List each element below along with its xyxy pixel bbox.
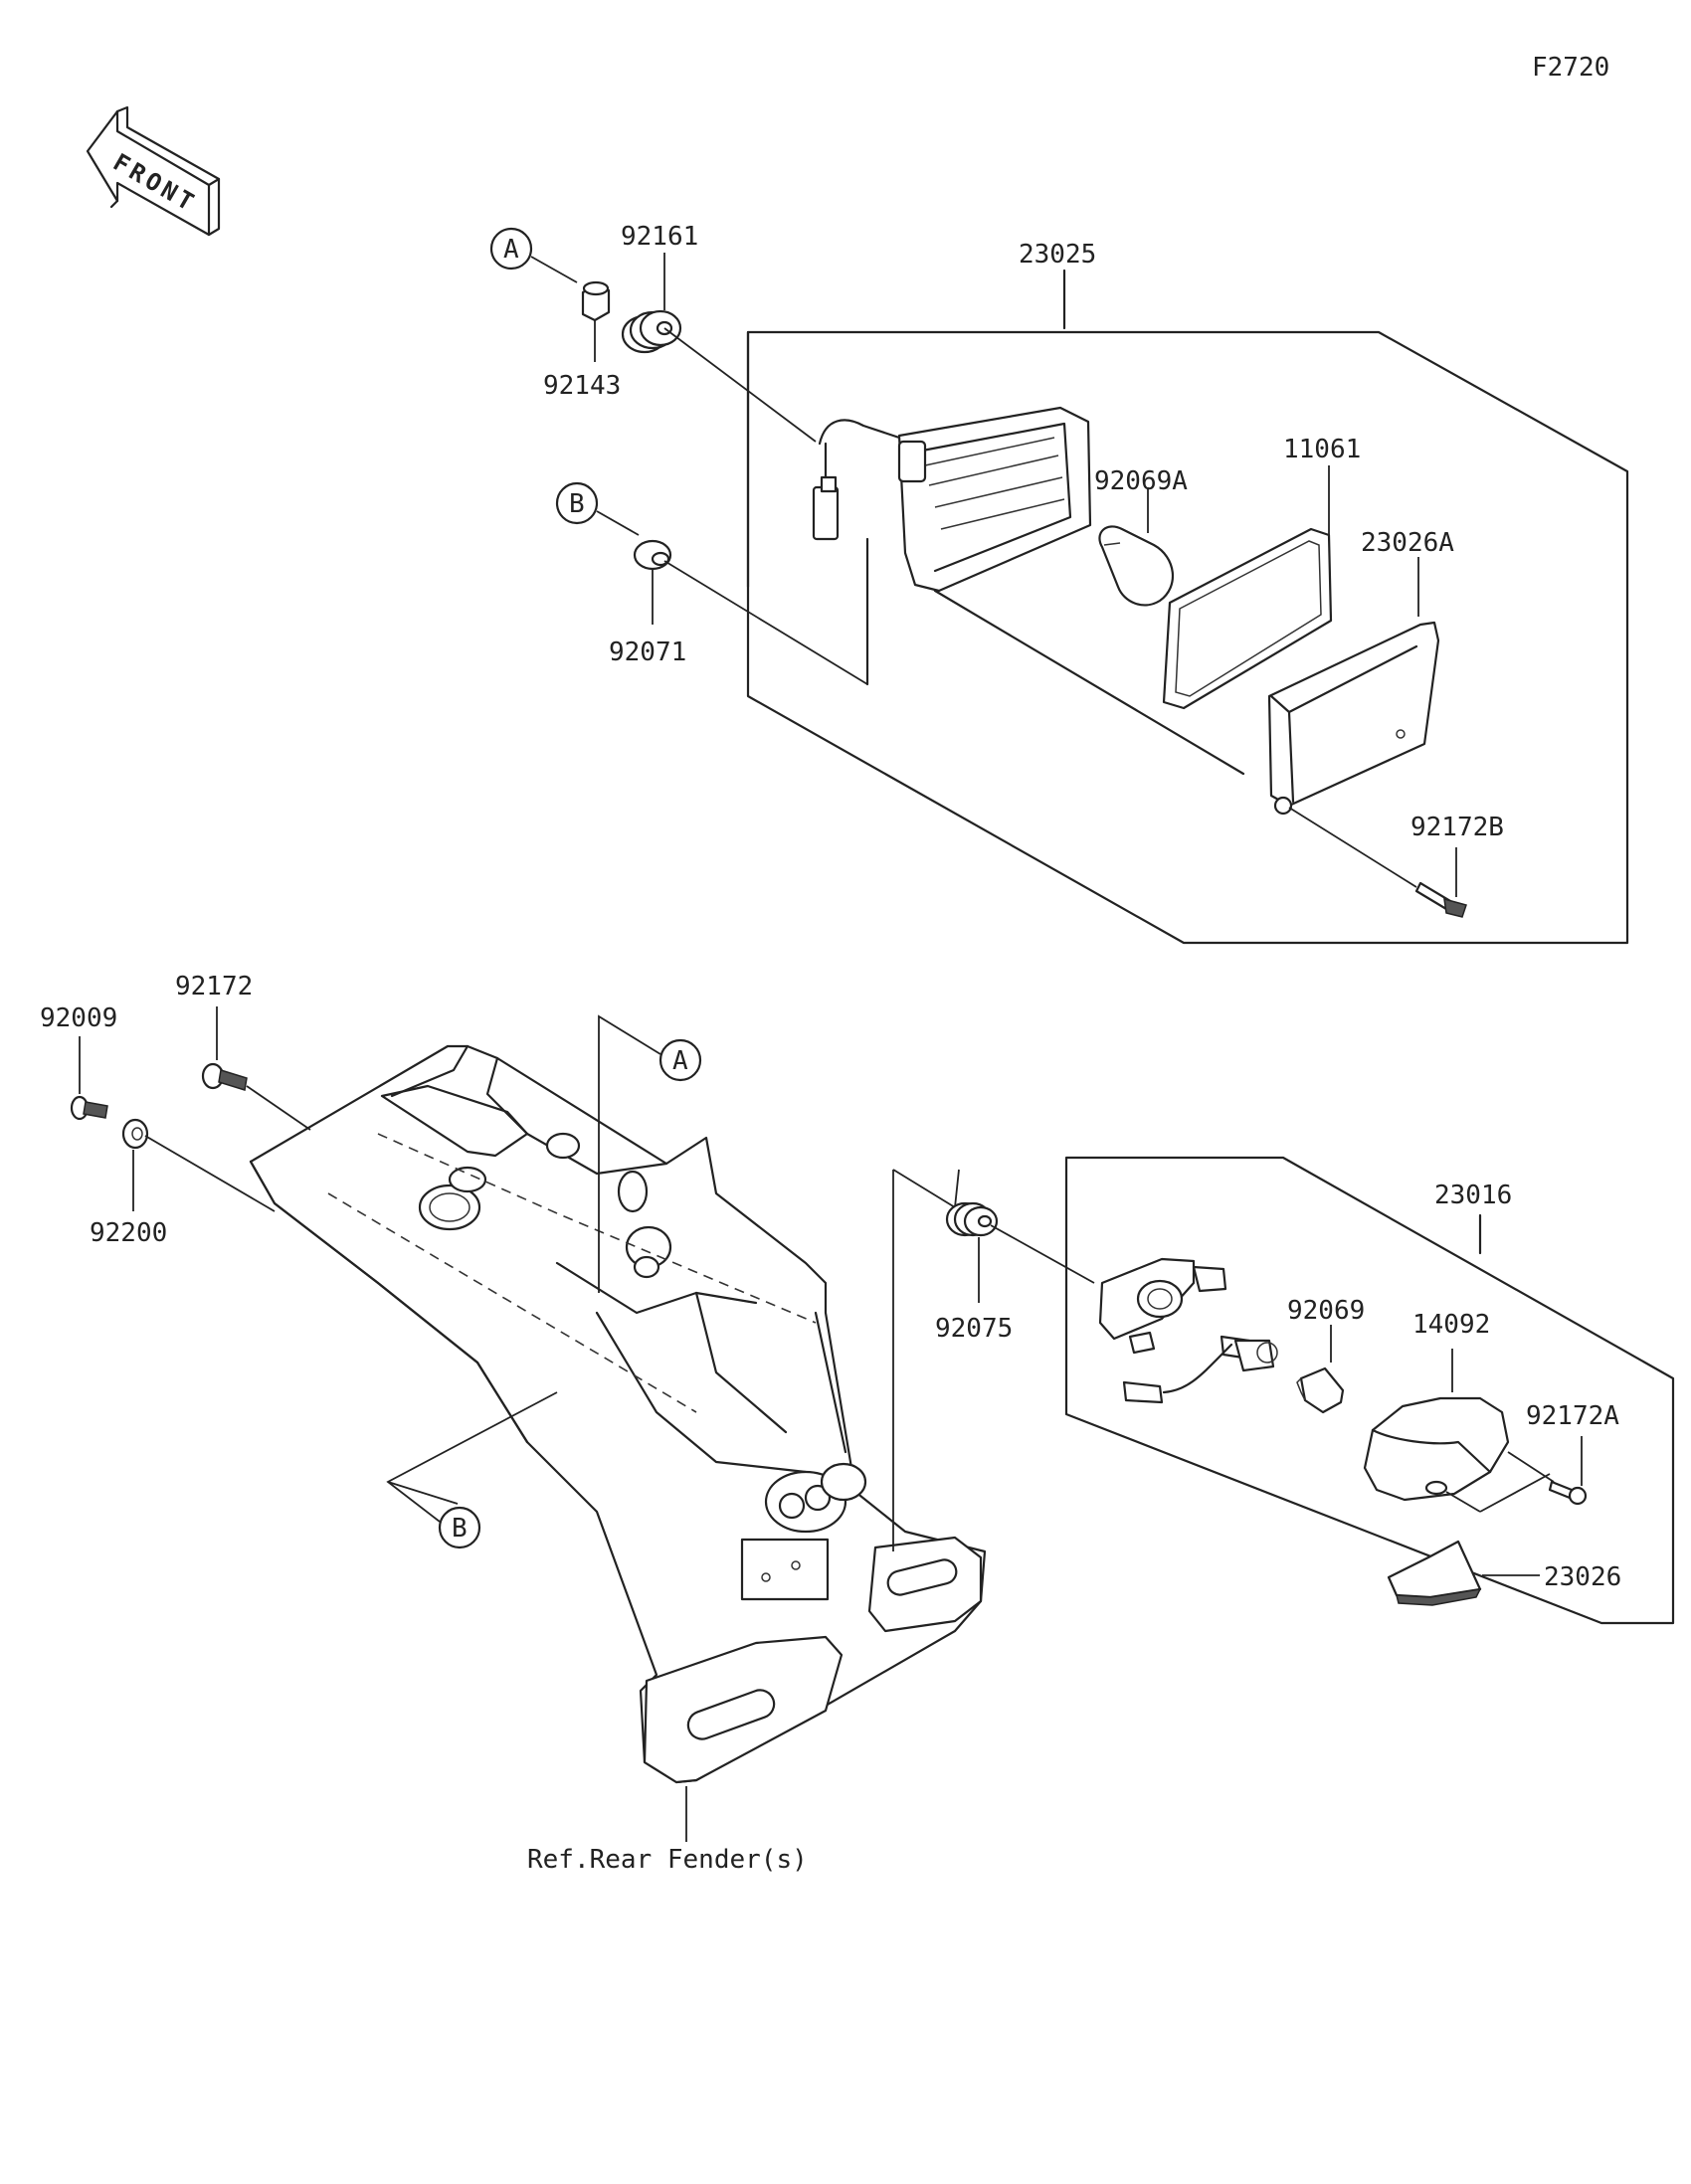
grommet-92071 <box>633 539 672 571</box>
cover-14092 <box>1363 1396 1510 1502</box>
label-92143: 92143 <box>543 371 621 401</box>
ref-marker-a-bottom: A <box>658 1038 702 1082</box>
label-92172: 92172 <box>175 972 253 1001</box>
grommet-92075 <box>945 1201 999 1237</box>
bolt-92009 <box>70 1095 108 1121</box>
front-arrow-icon: FRONT <box>86 105 221 237</box>
label-92071: 92071 <box>609 637 686 667</box>
tail-light-housing <box>812 406 1245 776</box>
svg-text:B: B <box>569 489 585 519</box>
label-23026: 23026 <box>1544 1562 1621 1592</box>
label-92172A: 92172A <box>1526 1401 1619 1431</box>
svg-text:A: A <box>503 235 519 265</box>
label-92200: 92200 <box>90 1218 167 1248</box>
collar-92143 <box>581 280 611 322</box>
screw-92172 <box>201 1062 248 1091</box>
label-23025: 23025 <box>1019 240 1096 270</box>
label-92075: 92075 <box>935 1314 1013 1344</box>
screw-92172A <box>1548 1480 1588 1506</box>
label-92069A: 92069A <box>1094 466 1188 496</box>
label-14092: 14092 <box>1412 1310 1490 1340</box>
part-number-labels: 92161 92143 23025 11061 92069A 23026A 92… <box>40 222 1621 1592</box>
gasket-11061 <box>1162 527 1333 710</box>
bulb-92069A <box>1098 525 1175 607</box>
lens-23026 <box>1387 1540 1482 1606</box>
ref-marker-b-bottom: B <box>438 1506 481 1549</box>
rear-fender-bracket <box>249 1044 987 1784</box>
figure-code: F2720 <box>1532 53 1609 83</box>
label-92009: 92009 <box>40 1003 117 1033</box>
ref-marker-a-top: A <box>489 227 533 271</box>
license-light-assembly-group <box>892 1156 1675 1625</box>
reference-note: Ref.Rear Fender(s) <box>527 1845 808 1875</box>
label-92069: 92069 <box>1287 1296 1365 1326</box>
tail-light-assembly-group: A <box>489 227 1629 945</box>
label-23026A: 23026A <box>1361 528 1454 558</box>
bulb-92069 <box>1296 1366 1345 1414</box>
label-92172B: 92172B <box>1410 813 1504 842</box>
label-11061: 11061 <box>1283 435 1361 464</box>
lens-23026A <box>1267 621 1440 816</box>
svg-text:B: B <box>452 1514 468 1544</box>
washer-92200 <box>121 1118 149 1150</box>
license-light-socket <box>1098 1257 1278 1404</box>
ref-marker-b-top: B <box>555 481 599 525</box>
grommet-92161 <box>621 309 682 354</box>
label-23016: 23016 <box>1434 1181 1512 1210</box>
screw-92172B <box>1414 881 1467 918</box>
svg-text:A: A <box>672 1046 688 1076</box>
label-92161: 92161 <box>621 222 698 252</box>
